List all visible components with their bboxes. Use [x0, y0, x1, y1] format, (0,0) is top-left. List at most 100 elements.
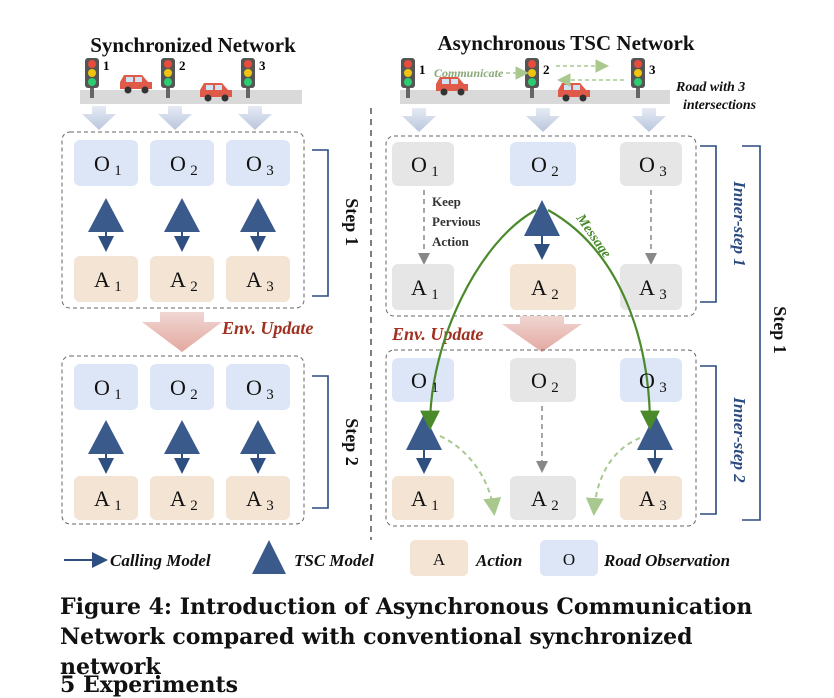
observation-box: [150, 364, 214, 410]
observation-label: O: [94, 151, 110, 176]
action-label-subscript: 2: [190, 279, 198, 295]
inner-step1-bracket: [700, 145, 717, 303]
observation-label-subscript: 3: [266, 387, 274, 403]
action-label: A: [94, 486, 110, 511]
observation-box: [392, 358, 454, 402]
observation-label-subscript: 3: [266, 163, 274, 179]
observation-label: O: [411, 368, 427, 393]
action-label: A: [170, 267, 186, 292]
left-road: [80, 90, 302, 104]
action-label: A: [246, 267, 262, 292]
action-label: A: [94, 267, 110, 292]
keep-action-line3: Action: [432, 234, 470, 249]
right-road: [400, 90, 670, 104]
tsc-model-icon: [240, 420, 276, 454]
observation-label-subscript: 2: [190, 163, 198, 179]
observation-label: O: [531, 152, 547, 177]
observation-label: O: [170, 151, 186, 176]
inner-step2-label: Inner-step 2: [730, 396, 749, 483]
observation-label: O: [639, 152, 655, 177]
action-box-inactive: [510, 476, 576, 520]
action-label-subscript: 3: [266, 498, 274, 514]
env-update-arrow: [142, 312, 222, 352]
env-update-label: Env. Update: [391, 324, 483, 344]
step1-bracket: [312, 149, 329, 297]
intersection-number: 1: [419, 62, 426, 77]
figure-diagram: Synchronized Network 1 2 3 Step 1 Env. U…: [61, 31, 790, 576]
step1-label: Step 1: [342, 198, 362, 246]
observation-label-subscript: 2: [551, 380, 559, 396]
action-label-subscript: 2: [551, 498, 559, 514]
action-label: A: [170, 486, 186, 511]
action-label: A: [531, 486, 547, 511]
tsc-model-icon: [240, 198, 276, 232]
observation-label: O: [246, 375, 262, 400]
sync-step2-box: [61, 355, 305, 525]
tsc-model-icon: [164, 420, 200, 454]
step2-bracket: [312, 375, 329, 509]
observation-box-inactive: [620, 142, 682, 186]
inner-step2-bracket: [700, 365, 717, 515]
tsc-model-icon: [164, 198, 200, 232]
action-box: [620, 476, 682, 520]
action-box: [226, 256, 290, 302]
intersection-number: 1: [103, 58, 110, 73]
tsc-model-icon: [88, 420, 124, 454]
observation-label-subscript: 1: [431, 380, 439, 396]
communicate-label: Communicate: [434, 66, 504, 80]
action-label-subscript: 1: [114, 279, 122, 295]
action-box-inactive: [620, 264, 682, 310]
observation-label-subscript: 2: [190, 387, 198, 403]
observation-label: O: [170, 375, 186, 400]
action-label-subscript: 1: [431, 498, 439, 514]
action-box: [150, 256, 214, 302]
action-box: [74, 256, 138, 302]
message-arrow: [420, 209, 537, 431]
legend-tsc-icon: [252, 540, 286, 574]
feedback-arrow: [585, 437, 641, 516]
road-note-line1: Road with 3: [675, 80, 745, 95]
action-label-subscript: 2: [190, 498, 198, 514]
action-label-subscript: 1: [114, 498, 122, 514]
message-label: Message: [572, 211, 613, 261]
road-note-line2: intersections: [683, 98, 757, 113]
observation-label-subscript: 1: [431, 164, 439, 180]
observation-box: [74, 140, 138, 186]
legend-obs-box: [540, 540, 598, 576]
observation-box: [620, 358, 682, 402]
action-label-subscript: 3: [659, 498, 667, 514]
observation-label: O: [411, 152, 427, 177]
action-label-subscript: 2: [551, 287, 559, 303]
action-label: A: [639, 275, 655, 300]
sync-step1-box: [61, 131, 305, 309]
intersection-number: 2: [179, 58, 186, 73]
observation-box: [74, 364, 138, 410]
legend-obs-symbol: O: [563, 550, 575, 569]
intersection-number: 3: [259, 58, 266, 73]
observation-label-subscript: 1: [114, 387, 122, 403]
outer-step1-bracket: [742, 145, 761, 521]
legend-calling-model: Calling Model: [110, 551, 211, 570]
input-arrows: [402, 108, 666, 132]
env-update-label: Env. Update: [221, 318, 313, 338]
action-box: [510, 264, 576, 310]
keep-action-line2: Pervious: [432, 214, 480, 229]
inner-step1-box: [385, 135, 697, 317]
outer-step1-label: Step 1: [770, 306, 790, 354]
legend-action: Action: [475, 551, 522, 570]
action-label-subscript: 1: [431, 287, 439, 303]
observation-box-inactive: [510, 358, 576, 402]
legend-tsc-model: TSC Model: [294, 551, 374, 570]
observation-box-inactive: [392, 142, 454, 186]
action-label: A: [531, 275, 547, 300]
action-label-subscript: 3: [659, 287, 667, 303]
observation-box: [226, 140, 290, 186]
section-heading: 5 Experiments: [60, 672, 238, 698]
message-arrow: [547, 209, 660, 431]
legend-road-observation: Road Observation: [603, 551, 730, 570]
action-box: [150, 476, 214, 520]
intersection-number: 2: [543, 62, 550, 77]
action-label: A: [246, 486, 262, 511]
observation-box: [150, 140, 214, 186]
observation-label: O: [94, 375, 110, 400]
